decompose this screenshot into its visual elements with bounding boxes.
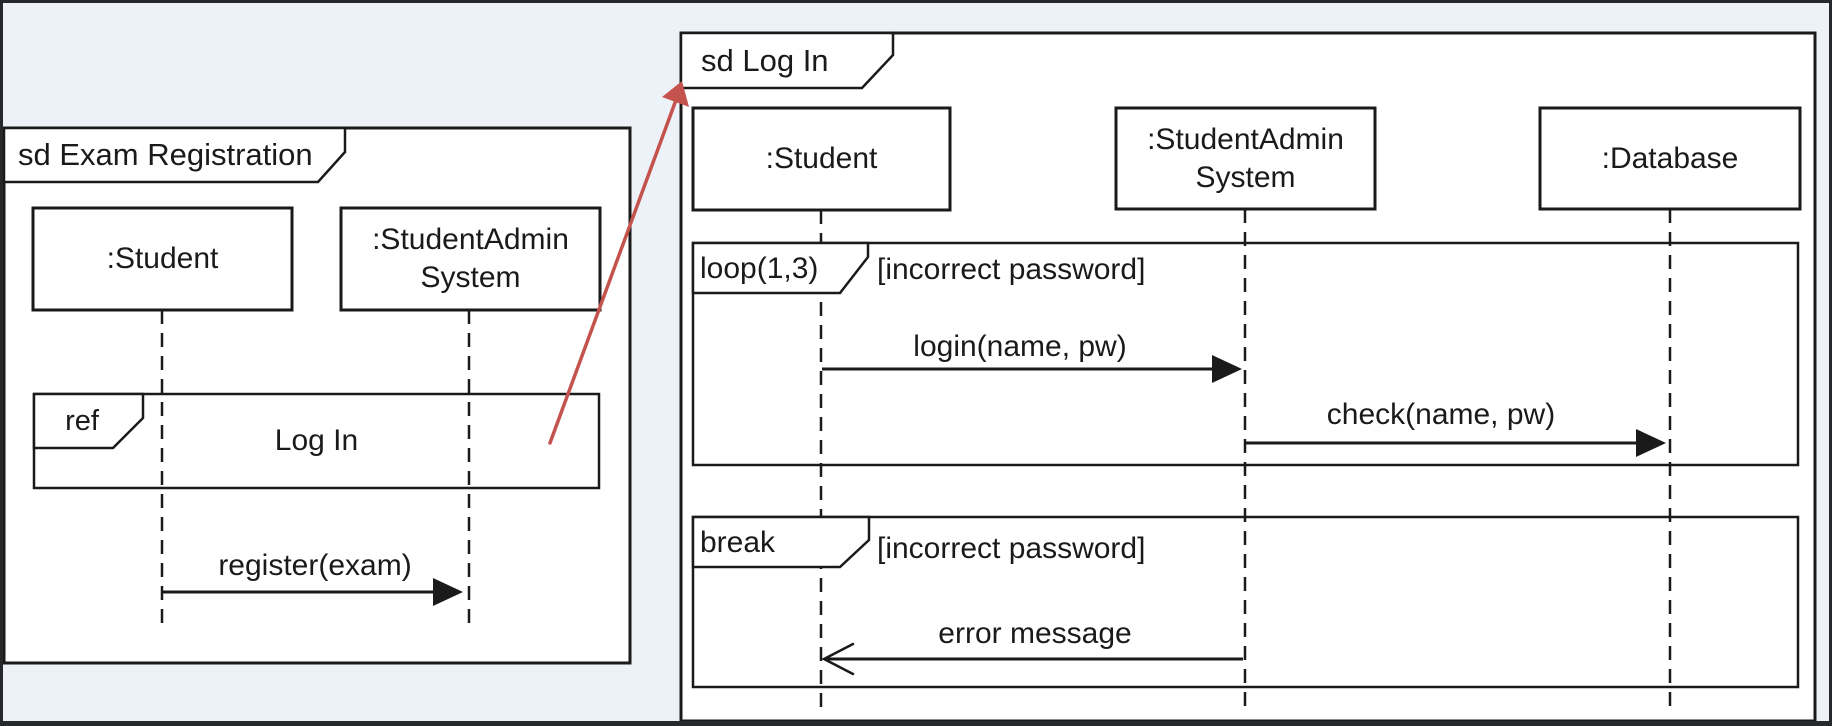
left-student-label: :Student [106,242,219,275]
right-admin-label-line2: System [1195,160,1296,194]
right-student-label: :Student [765,142,878,175]
loop-operator-pentagon [691,241,870,295]
login-message-label: login(name, pw) [913,330,1127,363]
register-message-label: register(exam) [218,549,412,582]
check-message-label: check(name, pw) [1326,398,1556,431]
loop-operator-label: loop(1,3) [700,252,819,285]
right-database-label: :Database [1601,141,1739,175]
red-annotation-line [548,98,678,445]
right-frame-title: sd Log In [701,43,829,78]
loop-guard-label: [incorrect password] [877,253,1146,286]
frame-label-pentagon-login [679,31,895,90]
ref-operator-label: ref [65,405,99,437]
lifeline-head-left-admin [339,206,602,312]
loop-fragment-box [691,241,1800,467]
check-arrowhead-icon [1636,429,1666,457]
right-admin-label: :StudentAdmin System [1116,108,1375,209]
left-admin-label-line1: :StudentAdmin [372,223,569,256]
error-message-label: error message [938,617,1132,650]
red-annotation-arrowhead-icon [662,81,689,107]
left-admin-label: :StudentAdmin System [341,208,600,310]
login-arrowhead-icon [1212,355,1242,383]
frame-label-pentagon-exam [2,126,347,184]
error-open-arrowhead-icon [821,642,855,676]
break-operator-pentagon [691,515,871,569]
register-arrowhead-icon [433,578,463,606]
left-frame-title: sd Exam Registration [18,137,313,172]
left-admin-label-line2: System [420,261,521,294]
ref-operator-pentagon [32,392,145,450]
break-operator-label: break [700,526,776,559]
break-fragment-box [691,515,1800,689]
right-admin-label-line1: :StudentAdmin [1147,122,1344,156]
ref-fragment-label: Log In [274,424,359,457]
lifeline-head-right-admin [1114,106,1377,211]
break-guard-label: [incorrect password] [877,532,1146,565]
lifeline-head-left-student [31,206,294,312]
